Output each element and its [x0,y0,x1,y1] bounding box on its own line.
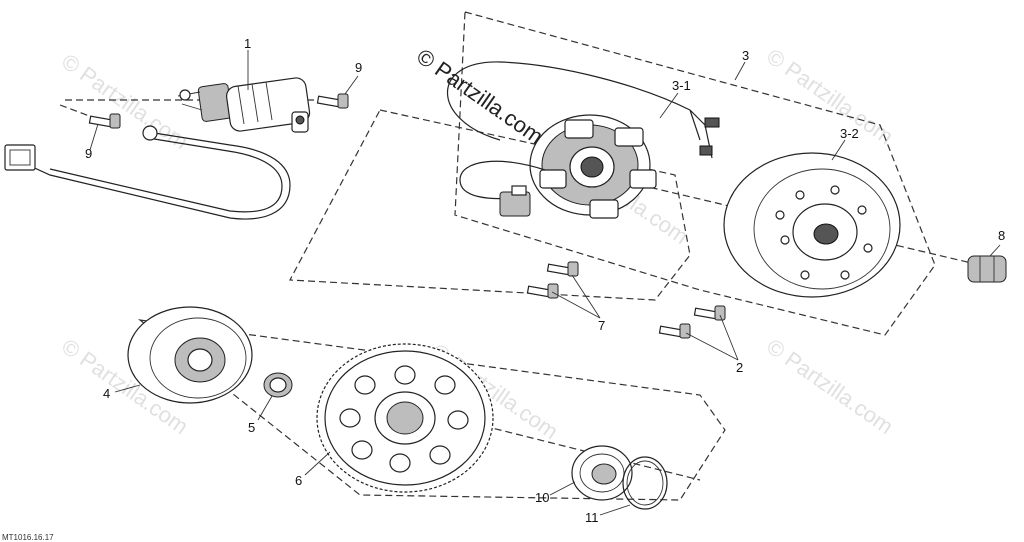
starter-clutch [127,306,253,404]
callout-11: 11 [585,510,599,525]
callout-5: 5 [248,420,255,435]
pickup-coil-wire [459,160,546,217]
bolt-2b [658,323,691,339]
outline-stator-box [289,109,691,301]
callout-4: 4 [103,386,110,401]
callout-7: 7 [598,318,605,333]
callout-3-1: 3-1 [672,78,691,93]
watermark-main: © Partzilla.com [412,44,548,150]
callout-1: 1 [244,36,251,51]
callout-9b: 9 [85,146,92,161]
outline-group-3 [454,11,936,336]
spacer-5 [263,372,293,398]
leader-lines [89,50,1001,516]
callout-10: 10 [535,490,549,505]
starter-motor [177,77,311,133]
flywheel [723,152,901,298]
bearing-10 [571,445,633,501]
callout-3: 3 [742,48,749,63]
stator-wire-loop [447,61,720,159]
starter-cable [4,125,291,220]
watermark-faded: © Partzilla.com [57,49,193,155]
watermark-faded: © Partzilla.com [762,334,898,440]
bolt-7b [526,283,559,299]
bolt-7a [546,261,579,277]
bolt-9b [88,113,121,129]
bolt-2a [693,305,726,321]
nut-8 [967,255,1007,283]
diagram-code: MT1016.16.17 [2,533,54,542]
callouts: 1 9 9 3 3-1 3-2 8 7 2 4 5 6 10 11 [85,36,1005,525]
callout-8: 8 [998,228,1005,243]
callout-6: 6 [295,473,302,488]
snap-ring-11 [622,456,668,510]
watermark-faded: © Partzilla.com [762,44,898,150]
bolt-9a [316,93,349,109]
callout-9a: 9 [355,60,362,75]
outline-gear-box [137,319,726,501]
stator [529,114,657,219]
callout-2: 2 [736,360,743,375]
callout-3-2: 3-2 [840,126,859,141]
axis-line [639,184,981,266]
starter-gear [316,343,494,493]
